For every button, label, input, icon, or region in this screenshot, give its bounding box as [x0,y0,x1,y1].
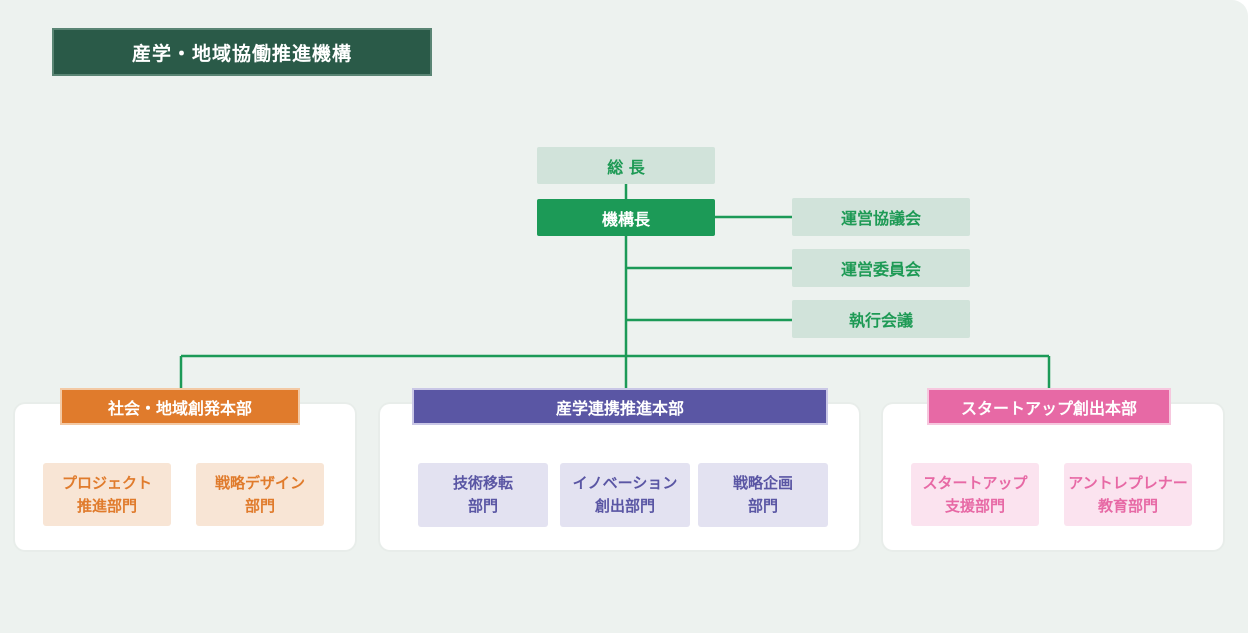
department-line: プロジェクト [61,473,152,492]
division-head-startup: スタートアップ創出本部 [927,388,1171,425]
department-box: プロジェクト 推進部門 [43,463,171,526]
department-line: 部門 [467,497,498,515]
department-box: 技術移転 部門 [418,463,548,527]
department-box: アントレプレナー 教育部門 [1064,463,1192,526]
president-box: 総 長 [537,147,715,184]
department-line: 教育部門 [1097,496,1158,515]
department-line: スタートアップ [922,473,1028,492]
department-box: 戦略デザイン 部門 [196,463,324,526]
department-line: 支援部門 [944,496,1005,515]
page-title: 産学・地域協働推進機構 [52,28,432,76]
division-head-industry: 産学連携推進本部 [412,388,828,425]
council-box-steering-council: 運営協議会 [792,198,970,236]
department-box: 戦略企画 部門 [698,463,828,527]
department-line: 部門 [747,497,778,515]
department-line: 戦略デザイン [214,473,305,492]
department-line: 技術移転 [452,474,513,492]
council-box-steering-committee: 運営委員会 [792,249,970,287]
department-line: 部門 [244,496,275,515]
department-line: 戦略企画 [732,474,793,492]
department-box: スタートアップ 支援部門 [911,463,1039,526]
director-box: 機構長 [537,199,715,236]
division-head-society: 社会・地域創発本部 [60,388,300,425]
department-line: アントレプレナー [1068,473,1188,492]
department-line: 推進部門 [76,496,137,515]
department-line: 創出部門 [594,497,655,515]
council-box-executive-meeting: 執行会議 [792,300,970,338]
department-box: イノベーション 創出部門 [560,463,690,527]
department-line: イノベーション [572,474,678,492]
